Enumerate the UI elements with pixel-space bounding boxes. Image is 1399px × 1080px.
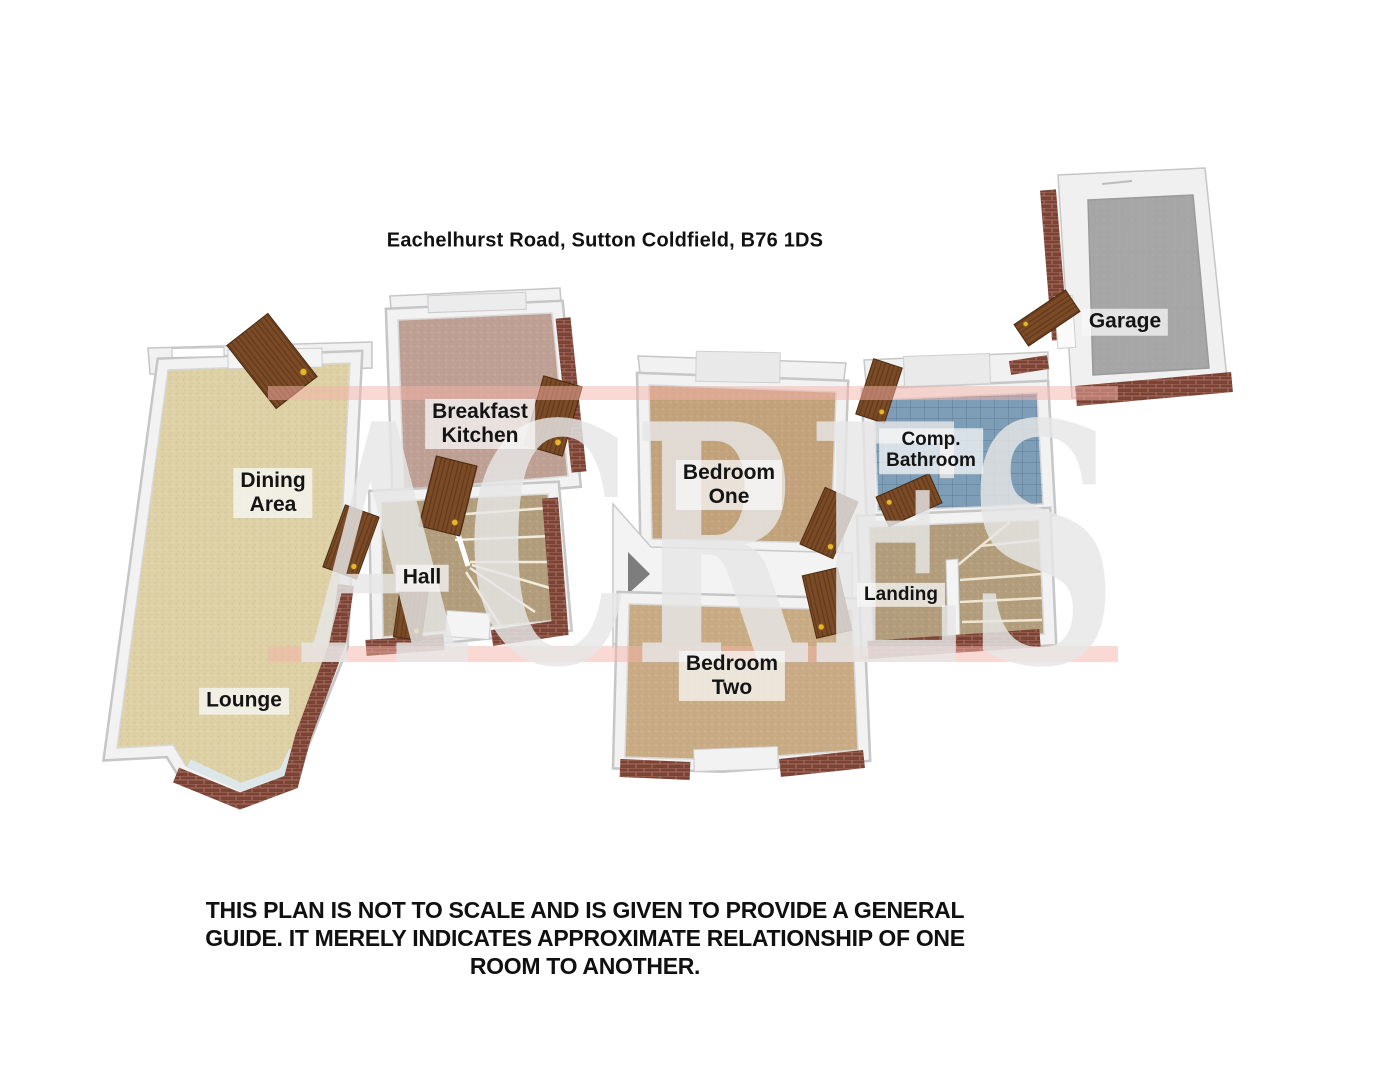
label-line: Hall <box>402 565 442 589</box>
door <box>875 472 943 528</box>
label-line: Bathroom <box>886 450 976 472</box>
page-title: Eachelhurst Road, Sutton Coldfield, B76 … <box>386 229 824 252</box>
room-label-landing: Landing <box>857 582 945 608</box>
room-label-dining-area: Dining Area <box>233 467 313 519</box>
window <box>427 291 527 314</box>
window <box>171 347 225 358</box>
door <box>322 504 380 580</box>
label-line: Bedroom <box>685 651 779 675</box>
door <box>418 455 478 537</box>
bay-window-glass <box>187 748 297 792</box>
door <box>801 567 853 639</box>
window <box>695 350 781 384</box>
room-garage <box>1040 167 1233 406</box>
room-label-bedroom-one: Bedroom One <box>675 459 783 511</box>
room-label-hall: Hall <box>395 564 449 592</box>
label-line: Breakfast <box>432 399 528 423</box>
window <box>902 352 992 388</box>
room-label-lounge: Lounge <box>199 687 289 715</box>
disclaimer-line: ROOM TO ANOTHER. <box>469 953 701 979</box>
label-line: Lounge <box>206 688 282 712</box>
door <box>226 312 318 410</box>
window <box>693 746 779 772</box>
label-line: Kitchen <box>441 423 519 447</box>
label-line: Dining <box>240 468 306 492</box>
door <box>799 486 859 560</box>
label-line: Bedroom <box>682 460 776 484</box>
disclaimer-line: THIS PLAN IS NOT TO SCALE AND IS GIVEN T… <box>205 897 965 923</box>
room-label-comp-bathroom: Comp. Bathroom <box>879 428 983 474</box>
garage-door-mark <box>1101 180 1133 185</box>
label-line: Landing <box>864 583 938 605</box>
door-opening <box>444 609 492 641</box>
door <box>1013 289 1081 347</box>
room-label-garage: Garage <box>1081 308 1169 336</box>
chimney-recess <box>628 552 650 594</box>
label-line: One <box>708 484 750 508</box>
room-label-bedroom-two: Bedroom Two <box>678 650 786 702</box>
label-line: Comp. <box>901 429 961 451</box>
watermark-band-top <box>268 386 1118 400</box>
disclaimer: THIS PLAN IS NOT TO SCALE AND IS GIVEN T… <box>205 896 965 980</box>
label-line: Area <box>249 492 297 516</box>
disclaimer-line: GUIDE. IT MERELY INDICATES APPROXIMATE R… <box>205 925 965 951</box>
room-label-breakfast-kitchen: Breakfast Kitchen <box>425 398 535 450</box>
label-line: Two <box>711 675 753 699</box>
stairs-landing <box>957 521 1043 624</box>
label-line: Garage <box>1088 309 1162 333</box>
